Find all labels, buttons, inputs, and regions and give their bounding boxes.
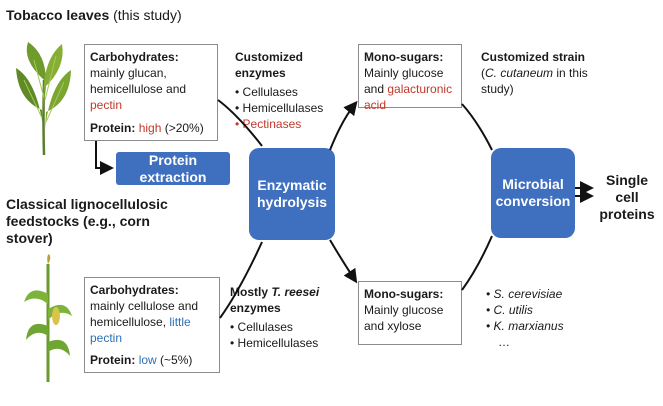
organism-item: K. marxianus: [486, 318, 596, 334]
organism-list: S. cerevisiae C. utilis K. marxianus: [486, 286, 596, 334]
arrow-monosugars-top-to-microbial: [461, 103, 493, 151]
arrow-to-protein-extraction: [95, 141, 114, 175]
customized-enzymes: Customized enzymes Cellulases Hemicellul…: [235, 49, 355, 132]
monosugars-top-box: Mono-sugars: Mainly glucose and galactur…: [358, 44, 462, 112]
reesei-enzymes: Mostly T. reesei enzymes Cellulases Hemi…: [230, 284, 365, 351]
enzyme-item: Cellulases: [235, 84, 355, 100]
enzyme-item: Pectinases: [235, 116, 355, 132]
organism-ellipsis: …: [498, 335, 510, 349]
lignocellulose-composition-box: Carbohydrates: mainly cellulose and hemi…: [84, 277, 220, 373]
corn-plant-icon: [24, 254, 72, 382]
arrow-ligno-to-hydrolysis: [219, 241, 263, 319]
monosugars-bottom-box: Mono-sugars: Mainly glucose and xylose: [358, 281, 462, 345]
single-cell-proteins: Single cell proteins: [599, 172, 655, 222]
protein-extraction-box: Protein extraction: [116, 152, 230, 185]
arrow-hydrolysis-to-monosugars-bottom: [329, 239, 358, 284]
customized-strain: Customized strain (C. cutaneum in this s…: [481, 50, 588, 96]
organism-item: C. utilis: [486, 302, 596, 318]
tobacco-composition-box: Carbohydrates: mainly glucan, hemicellul…: [84, 44, 218, 141]
enzyme-item: Cellulases: [230, 319, 365, 335]
tobacco-leaf-icon: [16, 42, 71, 156]
enzyme-item: Hemicellulases: [230, 335, 365, 351]
arrow-tobacco-to-hydrolysis: [217, 99, 263, 147]
arrow-hydrolysis-to-monosugars-top: [329, 100, 358, 151]
lignocellulose-title: Classical lignocellulosic feedstocks (e.…: [6, 196, 168, 246]
enzyme-item: Hemicellulases: [235, 100, 355, 116]
organism-item: S. cerevisiae: [486, 286, 596, 302]
arrow-monosugars-bottom-to-microbial: [461, 235, 493, 291]
tobacco-title: Tobacco leaves (this study): [6, 7, 182, 23]
microbial-conversion-box: Microbial conversion: [491, 148, 575, 238]
enzymatic-hydrolysis-box: Enzymatic hydrolysis: [249, 148, 335, 240]
